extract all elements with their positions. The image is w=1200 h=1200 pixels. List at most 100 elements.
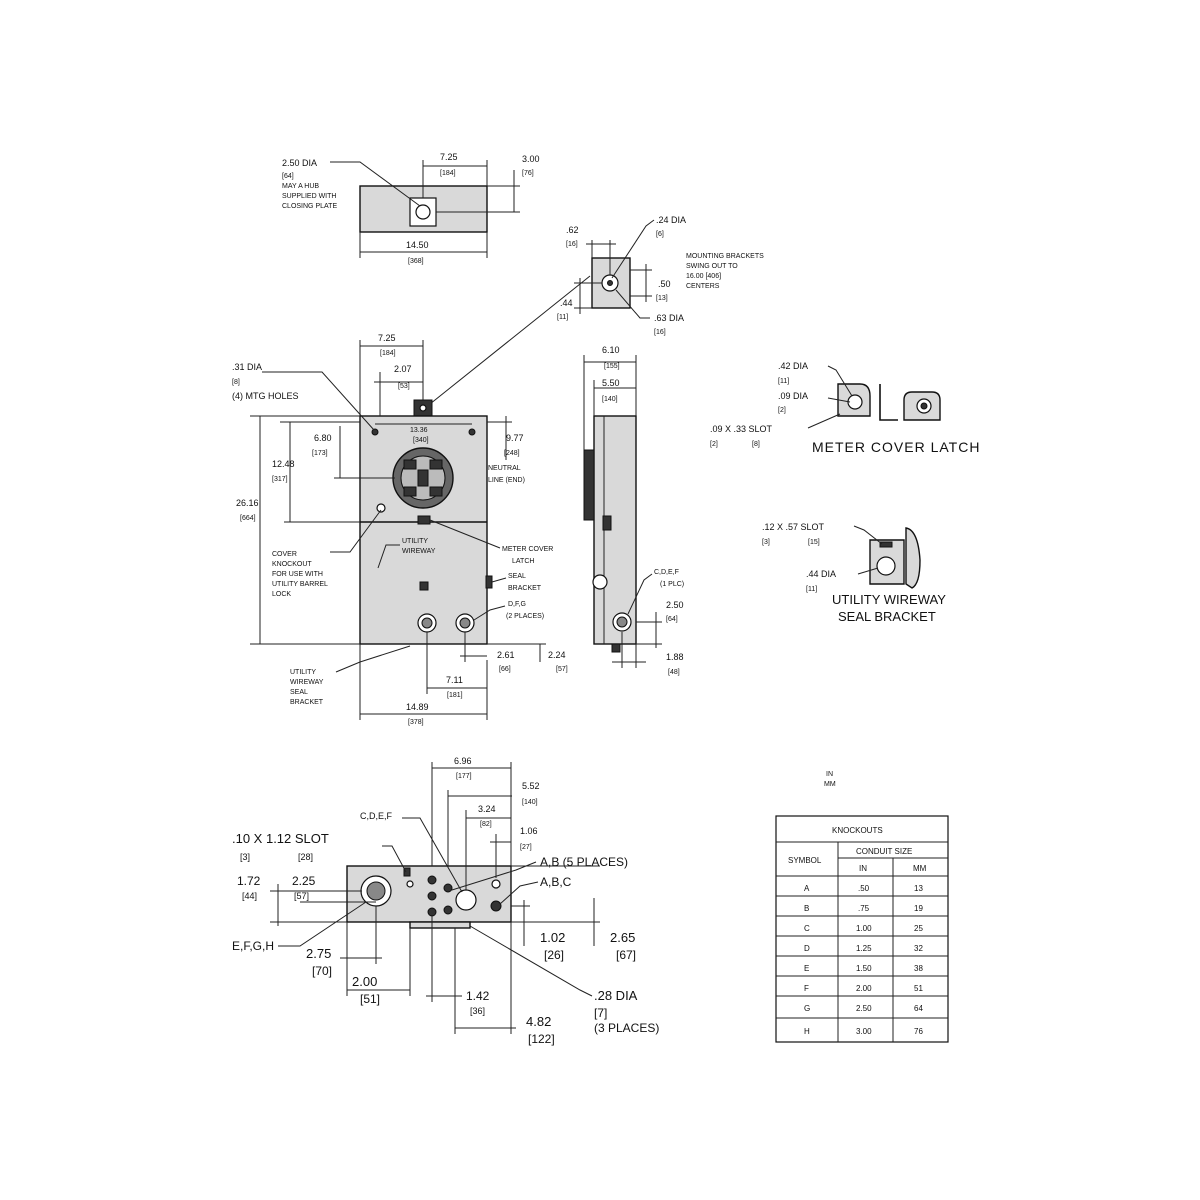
seal-slot-mm-b: [15] (808, 539, 820, 546)
units-key: IN MM (824, 771, 836, 788)
side-enclosure (593, 415, 637, 645)
table-row: C 1.00 25 (804, 924, 923, 933)
front-dim-2616-mm: [664] (240, 515, 256, 522)
cover-knockout-mark (376, 503, 386, 513)
front-dim-725-mm: [184] (380, 350, 396, 357)
row-in: 3.00 (856, 1027, 872, 1036)
bottom-dim-324: 3.24 (478, 804, 496, 814)
units-bottom: MM (824, 781, 836, 788)
cover-note-3: FOR USE WITH (272, 571, 323, 578)
front-dim-1489: 14.89 (406, 702, 429, 712)
mounting-bracket-detail: .62 [16] .24 DIA [6] MOUNTING BRACKETS S… (429, 215, 764, 405)
row-mm: 32 (914, 944, 923, 953)
top-dim-725-mm: [184] (440, 170, 456, 177)
bottom-ko-a5 (443, 905, 453, 915)
bottom-dim-102-mm: [26] (544, 948, 564, 962)
cover-note-2: KNOCKOUT (272, 561, 312, 568)
top-dim-300: 3.00 (522, 154, 540, 164)
bracket-dia-24-mm: [6] (656, 231, 664, 238)
side-cdef: C,D,E,F (654, 569, 679, 576)
row-symbol: C (804, 924, 810, 933)
hub-dia-mm: [64] (282, 173, 294, 180)
bottom-dim-102: 1.02 (540, 930, 565, 945)
seal-title-2: SEAL BRACKET (838, 609, 936, 624)
bottom-dim-265: 2.65 (610, 930, 635, 945)
latch-dia-09: .09 DIA (778, 391, 808, 401)
bottom-dim-482-mm: [122] (528, 1032, 555, 1046)
utility-wireway-2: WIREWAY (402, 548, 436, 555)
bottom-dim-696-mm: [177] (456, 773, 472, 780)
bottom-dim-172-mm: [44] (242, 891, 257, 901)
seal-bracket-hole (876, 556, 896, 576)
bracket-note-3: 16.00 [406] (686, 273, 721, 280)
bracket-dia-63-mm: [16] (654, 329, 666, 336)
row-mm: 51 (914, 984, 923, 993)
row-mm: 13 (914, 884, 923, 893)
front-top-bracket-hole (419, 404, 427, 412)
side-bottom-tab (611, 643, 621, 653)
cover-note-4: UTILITY BARREL (272, 581, 328, 588)
side-dim-250-mm: [64] (666, 616, 678, 623)
bracket-dim-62-mm: [16] (566, 241, 578, 248)
front-view: 7.25 [184] 2.07 [53] .31 DIA [8] (4) MTG… (232, 333, 568, 726)
table-title: KNOCKOUTS (832, 826, 883, 835)
front-dim-1248: 12.48 (272, 459, 295, 469)
top-dim-1450-mm: [368] (408, 258, 424, 265)
seal-dia-44-mm: [11] (806, 586, 817, 593)
bottom-ko-a1 (427, 875, 437, 885)
front-mtg-holes: (4) MTG HOLES (232, 391, 299, 401)
bottom-dim-265-mm: [67] (616, 948, 636, 962)
mtg-hole-1 (371, 428, 379, 436)
front-dim-224: 2.24 (548, 650, 566, 660)
seal-slot: .12 X .57 SLOT (762, 522, 825, 532)
bottom-dim-172: 1.72 (237, 874, 261, 888)
cover-note-5: LOCK (272, 591, 291, 598)
latch-slot: .09 X .33 SLOT (710, 424, 773, 434)
seal-dia-44: .44 DIA (806, 569, 836, 579)
bl-note-2: WIREWAY (290, 679, 324, 686)
table-frame (775, 815, 949, 1043)
bracket-dia-63: .63 DIA (654, 313, 684, 323)
side-dim-610-mm: [155] (604, 363, 620, 370)
hub-note-2: SUPPLIED WITH (282, 193, 336, 200)
bottom-view: 6.96 [177] 5.52 [140] 3.24 [82] C,D,E,F … (232, 756, 659, 1046)
seal-bracket-flange (905, 527, 921, 589)
bottom-dim-225-mm: [57] (294, 891, 309, 901)
dfg-label: D,F,G (508, 601, 526, 608)
dfg-places: (2 PLACES) (506, 613, 544, 620)
bottom-slot (403, 867, 411, 877)
bottom-slot-mm-a: [3] (240, 852, 250, 862)
front-dim-711-mm: [181] (447, 692, 463, 699)
table-row: B .75 19 (804, 904, 923, 913)
bracket-dim-44-mm: [11] (557, 314, 568, 321)
bottom-dim-482: 4.82 (526, 1014, 551, 1029)
side-dim-188-mm: [48] (668, 669, 680, 676)
row-symbol: D (804, 944, 810, 953)
latch-hole (847, 394, 863, 410)
bottom-dim-696: 6.96 (454, 756, 472, 766)
latch-slot-mm-a: [2] (710, 441, 718, 448)
seal-bracket-slot (879, 541, 893, 548)
side-dim-550-mm: [140] (602, 396, 618, 403)
bottom-dia-28-mm: [7] (594, 1006, 607, 1020)
hub-circle (415, 204, 431, 220)
bottom-dim-200: 2.00 (352, 974, 377, 989)
front-dim-725: 7.25 (378, 333, 396, 343)
bottom-ko-a3 (427, 907, 437, 917)
row-symbol: F (804, 984, 809, 993)
table-row: E 1.50 38 (804, 964, 923, 973)
bottom-hole-28-1 (491, 879, 501, 889)
top-dim-1450: 14.50 (406, 240, 429, 250)
bottom-slot-label: .10 X 1.12 SLOT (232, 831, 329, 846)
bracket-note-4: CENTERS (686, 283, 720, 290)
front-dim-977: 9.77 (506, 433, 524, 443)
side-view: 6.10 [155] 5.50 [140] C,D,E,F (1 PLC) 2.… (583, 345, 684, 676)
bracket-dim-44: .44 (560, 298, 573, 308)
utility-wireway-1: UTILITY (402, 538, 428, 545)
bracket-dim-50: .50 (658, 279, 671, 289)
bracket-hole-small (607, 280, 613, 286)
front-knockout-2-inner (459, 617, 471, 629)
latch-profile (879, 384, 898, 421)
row-mm: 25 (914, 924, 923, 933)
